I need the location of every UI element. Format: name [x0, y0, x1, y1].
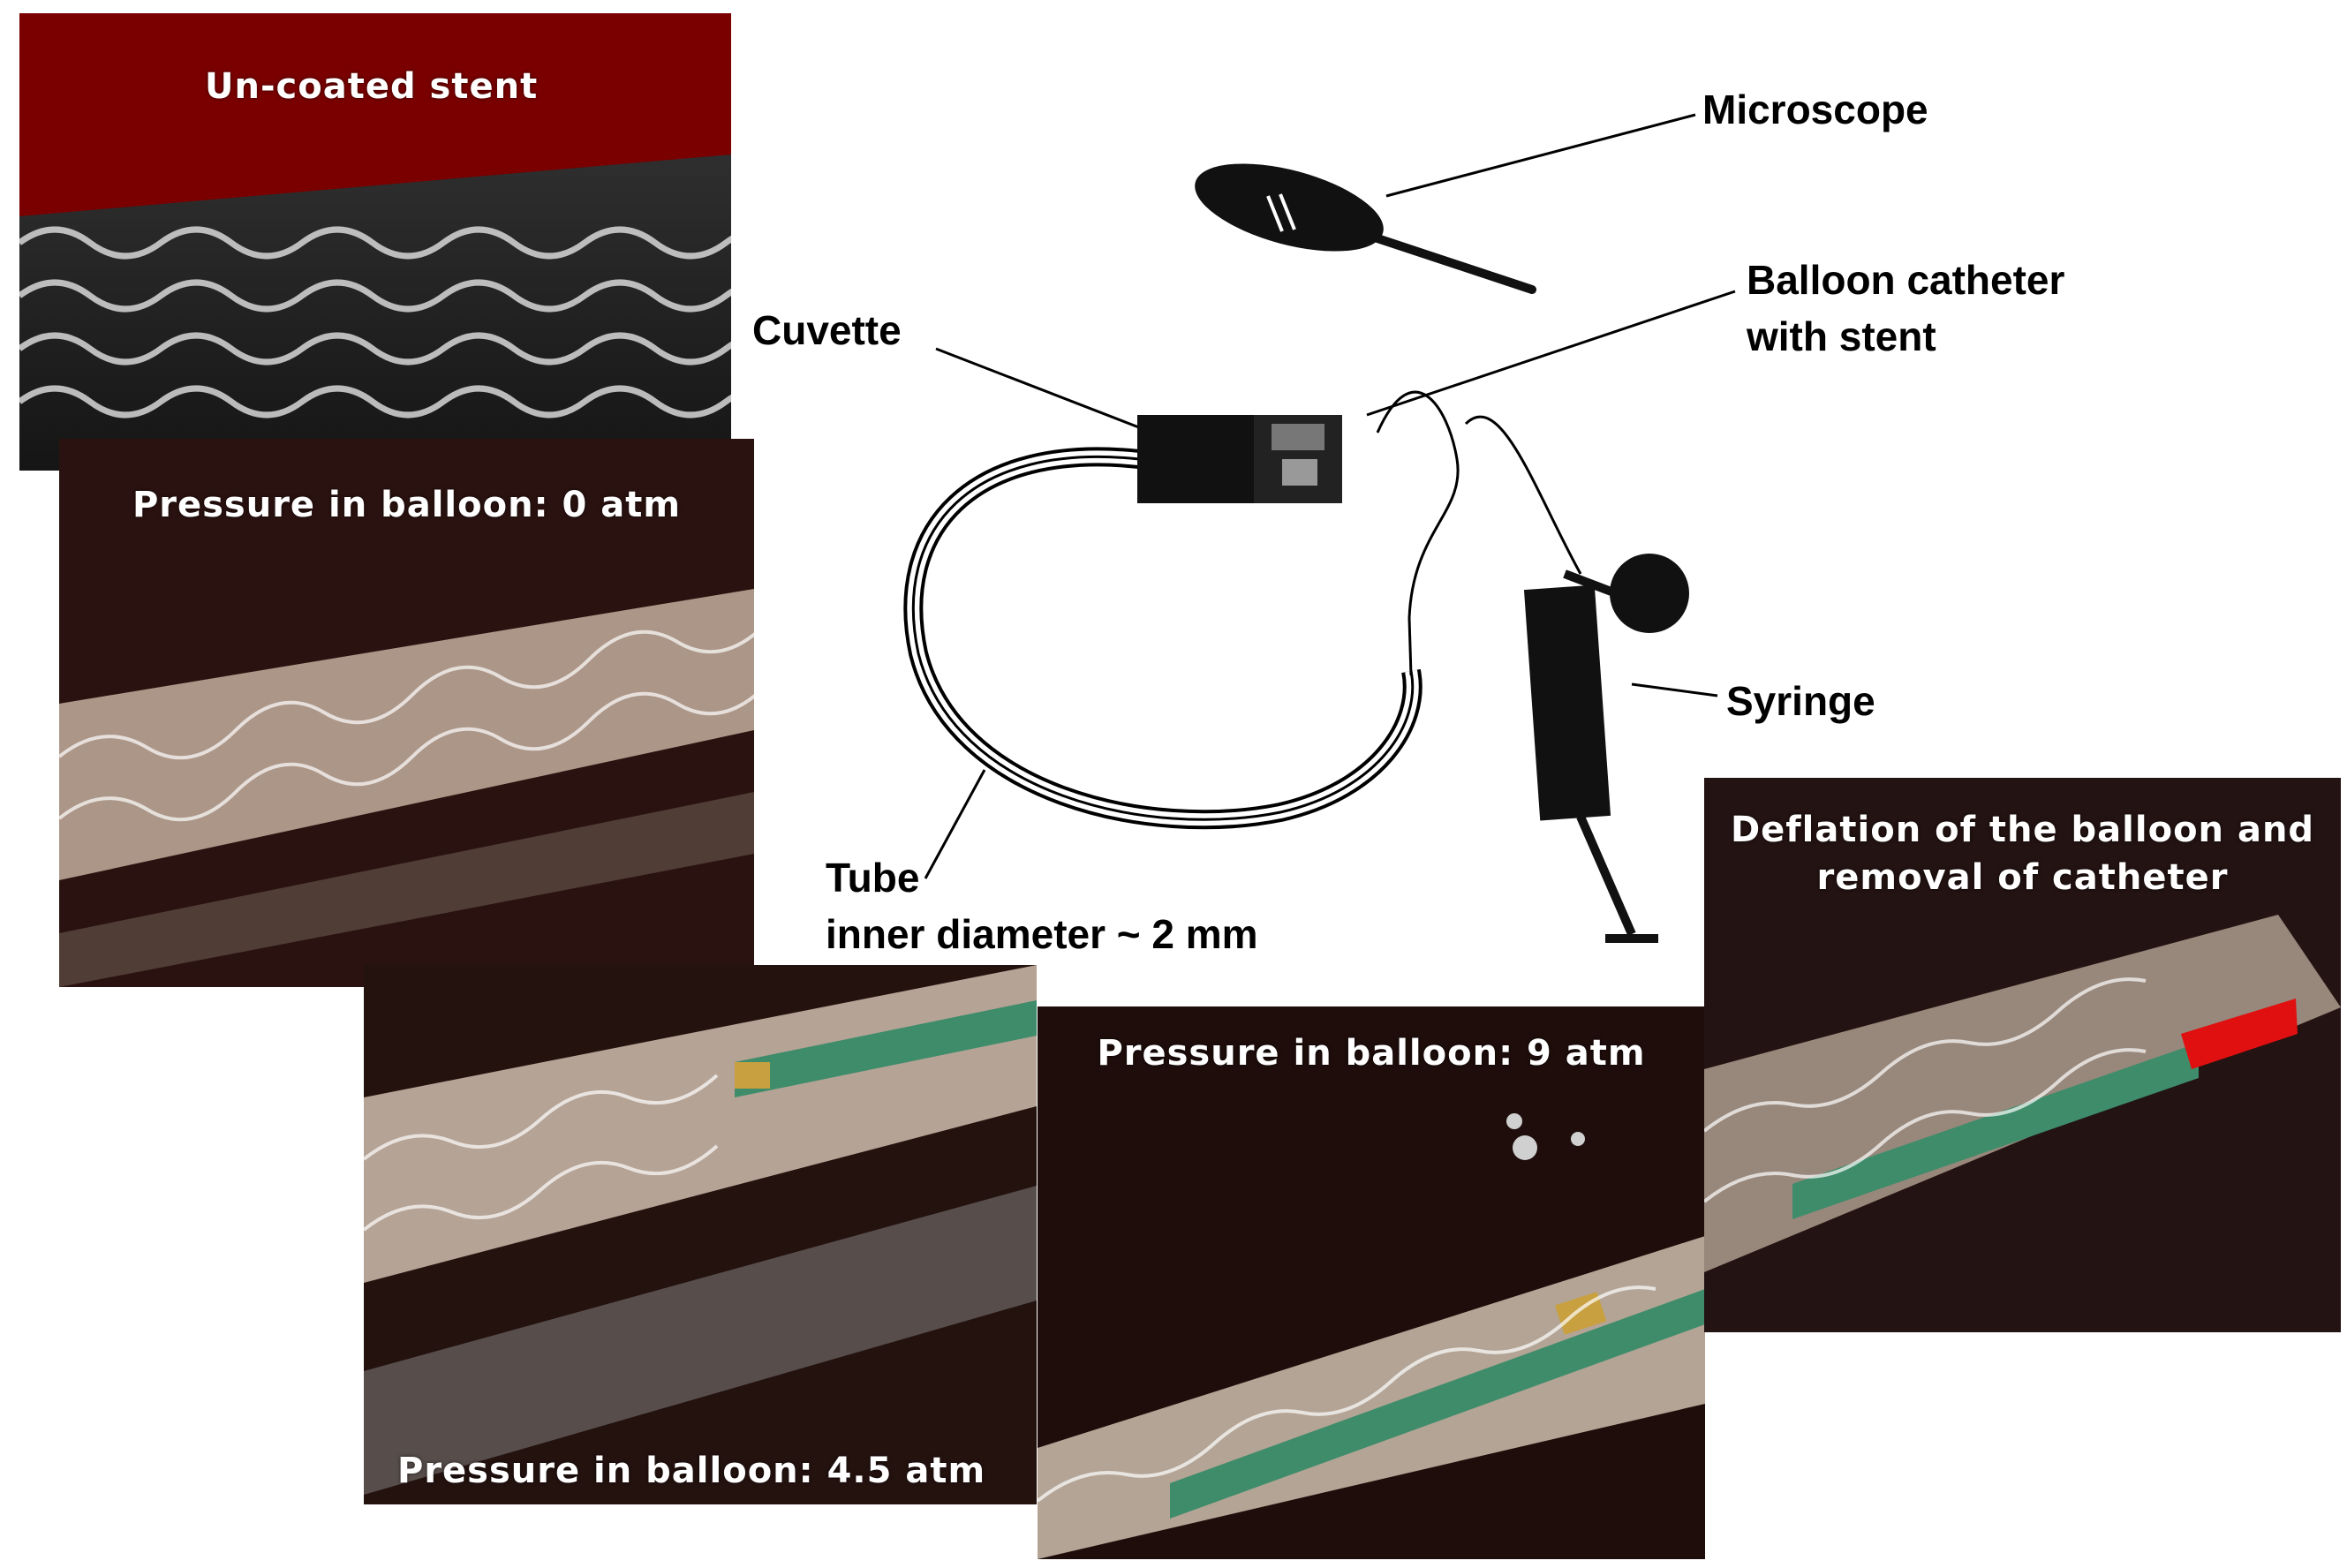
cuvette-leader	[935, 347, 1149, 433]
pressure-0-caption: Pressure in balloon: 0 atm	[132, 485, 682, 525]
pressure-0-photo	[59, 439, 754, 987]
pressure-9-caption: Pressure in balloon: 9 atm	[1097, 1033, 1646, 1074]
panel-pressure-9: Pressure in balloon: 9 atm	[1038, 1006, 1705, 1559]
panel-pressure-4-5: Pressure in balloon: 4.5 atm	[364, 965, 1037, 1504]
pressure-4-5-photo	[364, 965, 1037, 1504]
cuvette-label: Cuvette	[752, 307, 902, 353]
deflation-caption-line2: removal of catheter	[1816, 857, 2229, 898]
cuvette-drawing	[1137, 415, 1342, 503]
tube-leader	[924, 769, 986, 879]
tube-label-line2: inner diameter ~ 2 mm	[826, 911, 1258, 958]
syringe-drawing	[1523, 554, 1689, 943]
balloon-label-line2: with stent	[1747, 313, 1936, 360]
deflation-caption-line1: Deflation of the balloon and	[1730, 810, 2315, 850]
microscope-leader	[1385, 113, 1696, 198]
tube-loop	[903, 447, 1423, 830]
balloon-catheter-label: Balloon catheter with stent	[1747, 252, 2064, 366]
tube-label: Tube inner diameter ~ 2 mm	[826, 849, 1258, 963]
deflation-photo	[1704, 778, 2341, 1332]
pressure-4-5-caption: Pressure in balloon: 4.5 atm	[397, 1451, 986, 1491]
panel-deflation: Deflation of the balloon and removal of …	[1704, 778, 2341, 1332]
balloon-leader	[1366, 290, 1736, 417]
catheter-line	[1376, 390, 1582, 676]
uncoated-stent-photo	[19, 13, 731, 471]
syringe-label: Syringe	[1726, 678, 1875, 724]
uncoated-caption: Un-coated stent	[205, 66, 539, 107]
tube-label-line1: Tube	[826, 855, 920, 901]
pressure-9-photo	[1038, 1006, 1705, 1559]
syringe-leader	[1631, 682, 1718, 697]
microscope-label: Microscope	[1702, 87, 1928, 132]
balloon-label-line1: Balloon catheter	[1747, 257, 2065, 303]
panel-uncoated-stent: Un-coated stent	[19, 13, 731, 471]
microscope-drawing	[1195, 163, 1536, 294]
panel-pressure-0: Pressure in balloon: 0 atm	[59, 439, 754, 987]
